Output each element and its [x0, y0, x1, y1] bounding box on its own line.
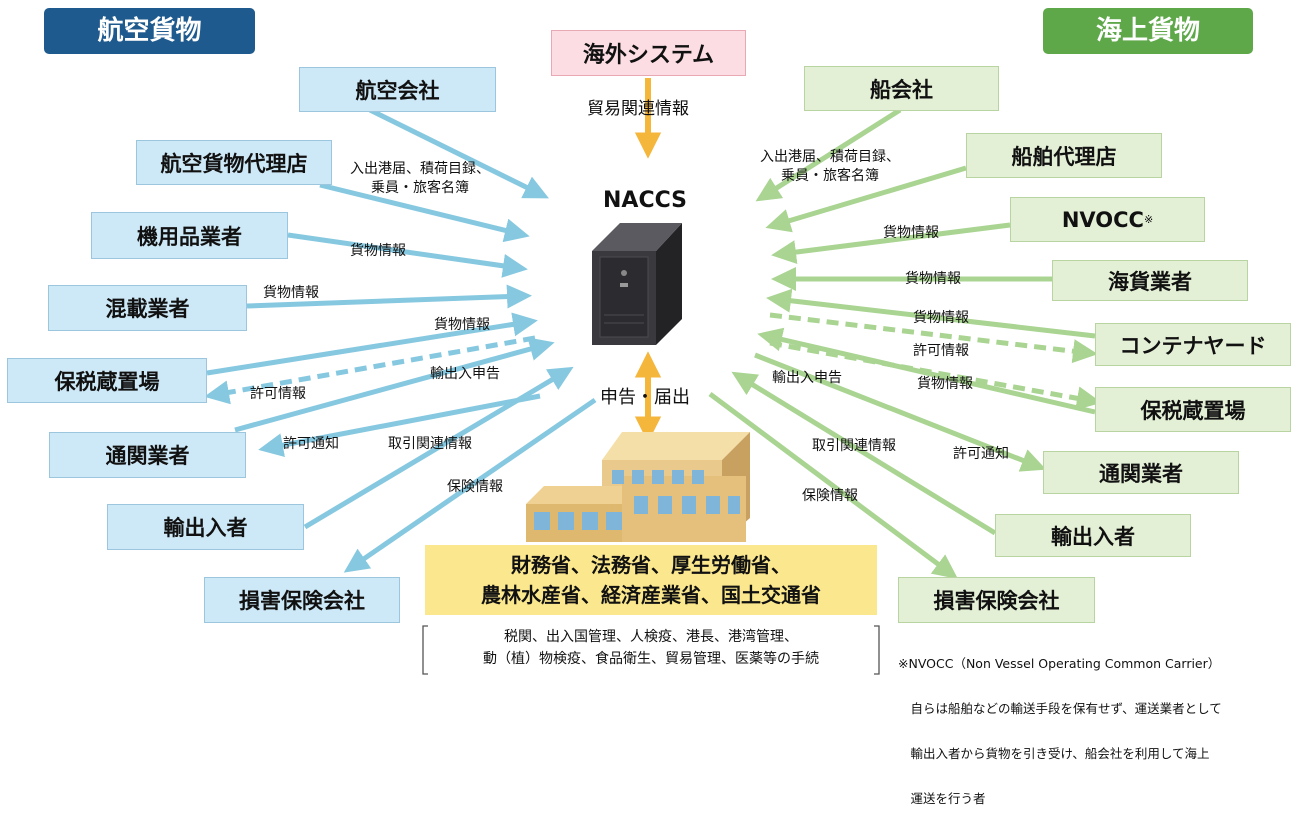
nvocc-label: NVOCC: [1061, 207, 1144, 232]
sea-box-container-yard: コンテナヤード: [1095, 323, 1291, 366]
sea-box-ship-agent: 船舶代理店: [966, 133, 1162, 178]
air-box-airline: 航空会社: [299, 67, 496, 112]
air-label-cargo3: 貨物情報: [434, 317, 490, 333]
arrow-ship-agent: [765, 165, 967, 233]
air-box-air-freight-agent: 航空貨物代理店: [136, 140, 332, 185]
air-box-customs-broker: 通関業者: [49, 432, 246, 478]
footnote-line3: 輸出入者から貨物を引き受け、船会社を利用して海上: [898, 746, 1210, 761]
ministries-line2: 農林水産省、経済産業省、国土交通省: [481, 583, 821, 607]
arrow-sea-trader: [731, 371, 997, 536]
arrow-consolidator: [246, 284, 532, 309]
air-arrows: [204, 107, 597, 573]
arrow-cy-permit: [769, 312, 1098, 364]
sea-box-insurance: 損害保険会社: [898, 577, 1095, 623]
procedures-line1: 税関、出入国管理、人検疫、港長、港湾管理、: [504, 629, 798, 645]
sea-box-importer-exporter: 輸出入者: [995, 514, 1191, 557]
arrow-sea-insurance: [708, 391, 959, 579]
sea-label-cargo3: 貨物情報: [913, 310, 969, 326]
sea-label-permit-info: 許可情報: [913, 343, 969, 359]
sea-port-docs-line2: 乗員・旅客名簿: [781, 168, 879, 184]
server-icon: [592, 223, 682, 345]
air-label-permit-notice: 許可通知: [283, 436, 339, 452]
air-box-aircraft-supplies: 機用品業者: [91, 212, 288, 259]
procedures-list: 税関、出入国管理、人検疫、港長、港湾管理、 動（植）物検疫、食品衛生、貿易管理、…: [425, 626, 877, 674]
procedures-line2: 動（植）物検疫、食品衛生、貿易管理、医薬等の手続: [483, 651, 819, 667]
air-box-bonded-area: 保税蔵置場: [7, 358, 207, 403]
sea-label-port-docs: 入出港届、積荷目録、 乗員・旅客名簿: [760, 148, 900, 186]
nvocc-footnote: ※NVOCC（Non Vessel Operating Common Carri…: [898, 626, 1222, 821]
naccs-title: NACCS: [603, 188, 687, 213]
arrow-shipline: [755, 107, 902, 202]
air-label-cargo2: 貨物情報: [263, 285, 319, 301]
sea-arrows: [708, 107, 1102, 579]
air-port-docs-line2: 乗員・旅客名簿: [371, 180, 469, 196]
air-box-insurance: 損害保険会社: [204, 577, 400, 623]
arrow-air-forwarder: [319, 182, 530, 243]
arrow-nvocc: [771, 222, 1011, 265]
footnote-line4: 運送を行う者: [898, 791, 986, 806]
air-label-insurance-info: 保険情報: [447, 479, 503, 495]
arrow-air-broker-permit: [258, 393, 541, 457]
air-cargo-header: 航空貨物: [44, 8, 255, 54]
air-port-docs-line1: 入出港届、積荷目録、: [350, 161, 490, 177]
sea-box-customs-broker: 通関業者: [1043, 451, 1239, 494]
sea-label-insurance-info: 保険情報: [802, 488, 858, 504]
sea-label-export-import-declaration: 輸出入申告: [772, 370, 842, 386]
sea-label-cargo4: 貨物情報: [917, 376, 973, 392]
air-box-consolidator: 混載業者: [48, 285, 247, 331]
arrow-cy-cargo: [766, 288, 1096, 339]
arrow-air-bonded-permit: [204, 335, 536, 405]
sea-port-docs-line1: 入出港届、積荷目録、: [760, 149, 900, 165]
ministries-line1: 財務省、法務省、厚生労働省、: [511, 553, 791, 577]
sea-box-nvocc: NVOCC※: [1010, 197, 1205, 242]
arrow-air-trader: [303, 366, 574, 530]
sea-box-shipping-line: 船会社: [804, 66, 999, 111]
government-building-icon: [526, 432, 750, 542]
arrow-air-insurance: [343, 397, 597, 573]
arrow-airline: [368, 107, 549, 199]
overseas-system-box: 海外システム: [551, 30, 746, 76]
air-label-export-import-declaration: 輸出入申告: [430, 366, 500, 382]
trade-info-label: 貿易関連情報: [587, 99, 689, 119]
nvocc-note-mark: ※: [1143, 213, 1154, 226]
government-ministries-box: 財務省、法務省、厚生労働省、 農林水産省、経済産業省、国土交通省: [425, 545, 877, 615]
air-label-trade-info: 取引関連情報: [388, 436, 472, 452]
sea-label-permit-notice: 許可通知: [953, 446, 1009, 462]
sea-box-freight-forwarder: 海貨業者: [1052, 260, 1248, 301]
procedures-brackets: [422, 625, 880, 675]
sea-label-cargo1: 貨物情報: [883, 225, 939, 241]
air-label-port-docs: 入出港届、積荷目録、 乗員・旅客名簿: [350, 160, 490, 198]
declaration-label: 申告・届出: [600, 387, 690, 408]
flow-arrows: [204, 78, 1102, 579]
air-label-cargo1: 貨物情報: [350, 243, 406, 259]
air-label-permit-info: 許可情報: [250, 386, 306, 402]
arrow-sea-broker-declare: [754, 352, 1047, 472]
footnote-line1: ※NVOCC（Non Vessel Operating Common Carri…: [898, 656, 1221, 671]
sea-box-bonded-area: 保税蔵置場: [1095, 387, 1291, 432]
sea-label-cargo2: 貨物情報: [905, 271, 961, 287]
arrow-air-broker-declare: [234, 337, 555, 433]
air-box-importer-exporter: 輸出入者: [107, 504, 304, 550]
footnote-line2: 自らは船舶などの輸送手段を保有せず、運送業者として: [898, 701, 1222, 716]
arrow-supplies: [287, 232, 528, 278]
arrow-sea-bonded-permit: [769, 340, 1102, 411]
arrow-air-bonded: [206, 312, 538, 376]
sea-cargo-header: 海上貨物: [1043, 8, 1253, 54]
sea-label-trade-info: 取引関連情報: [812, 438, 896, 454]
